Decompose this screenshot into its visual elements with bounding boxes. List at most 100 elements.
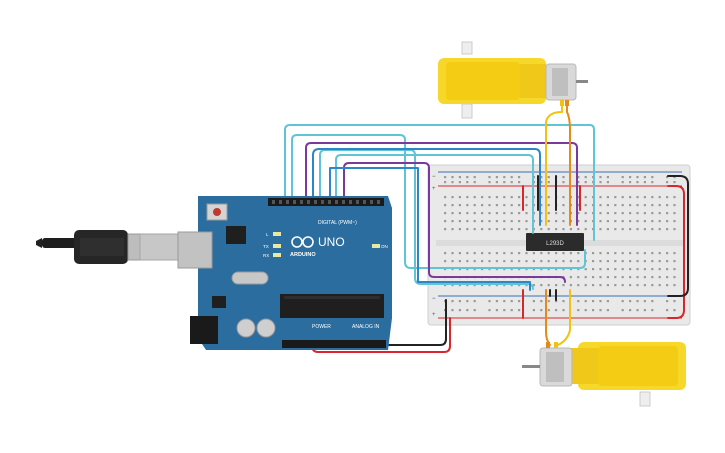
breadboard-hole[interactable] [473,220,476,223]
breadboard-hole[interactable] [510,196,513,199]
breadboard-hole[interactable] [636,196,639,199]
breadboard-hole[interactable] [614,212,617,215]
breadboard-hole[interactable] [488,181,491,184]
breadboard-hole[interactable] [666,309,669,312]
breadboard-hole[interactable] [599,284,602,287]
breadboard-hole[interactable] [592,284,595,287]
breadboard-hole[interactable] [495,252,498,255]
breadboard-hole[interactable] [473,228,476,231]
breadboard-hole[interactable] [444,204,447,207]
breadboard-hole[interactable] [518,220,521,223]
breadboard-hole[interactable] [569,284,572,287]
breadboard-hole[interactable] [651,309,654,312]
breadboard-hole[interactable] [614,204,617,207]
breadboard-hole[interactable] [555,212,558,215]
breadboard-hole[interactable] [481,228,484,231]
breadboard-hole[interactable] [592,300,595,303]
breadboard-hole[interactable] [562,196,565,199]
breadboard-hole[interactable] [599,176,602,179]
breadboard-hole[interactable] [540,284,543,287]
breadboard-hole[interactable] [488,284,491,287]
breadboard-hole[interactable] [495,268,498,271]
breadboard-hole[interactable] [473,300,476,303]
breadboard-hole[interactable] [636,284,639,287]
breadboard-hole[interactable] [584,196,587,199]
breadboard-hole[interactable] [621,204,624,207]
breadboard-hole[interactable] [614,284,617,287]
breadboard-hole[interactable] [466,212,469,215]
breadboard-hole[interactable] [518,260,521,263]
breadboard-hole[interactable] [658,268,661,271]
breadboard-hole[interactable] [525,268,528,271]
wire-yellow-top[interactable] [545,103,563,226]
breadboard-hole[interactable] [666,260,669,263]
breadboard-hole[interactable] [658,196,661,199]
breadboard-hole[interactable] [666,300,669,303]
breadboard-hole[interactable] [629,309,632,312]
wire-red-rail-right[interactable] [667,185,685,319]
breadboard-hole[interactable] [643,260,646,263]
breadboard-hole[interactable] [673,181,676,184]
breadboard-hole[interactable] [547,268,550,271]
breadboard-hole[interactable] [636,228,639,231]
breadboard-hole[interactable] [592,309,595,312]
breadboard-hole[interactable] [606,309,609,312]
breadboard-hole[interactable] [510,260,513,263]
usb-cable[interactable] [36,230,181,264]
breadboard-hole[interactable] [495,176,498,179]
breadboard-hole[interactable] [666,181,669,184]
breadboard-hole[interactable] [599,181,602,184]
breadboard-hole[interactable] [651,176,654,179]
breadboard-hole[interactable] [577,228,580,231]
breadboard-hole[interactable] [555,284,558,287]
breadboard-hole[interactable] [584,204,587,207]
breadboard-hole[interactable] [503,176,506,179]
breadboard-hole[interactable] [451,204,454,207]
breadboard-hole[interactable] [540,196,543,199]
breadboard-hole[interactable] [651,252,654,255]
breadboard-hole[interactable] [629,181,632,184]
breadboard-hole[interactable] [503,204,506,207]
breadboard-hole[interactable] [562,309,565,312]
breadboard-hole[interactable] [584,228,587,231]
breadboard-hole[interactable] [666,228,669,231]
top-dc-motor[interactable] [438,41,588,119]
breadboard-hole[interactable] [555,260,558,263]
breadboard-hole[interactable] [518,212,521,215]
breadboard-hole[interactable] [444,176,447,179]
breadboard-hole[interactable] [577,204,580,207]
breadboard-hole[interactable] [651,260,654,263]
breadboard-hole[interactable] [444,220,447,223]
breadboard-hole[interactable] [488,212,491,215]
breadboard-hole[interactable] [577,212,580,215]
breadboard-hole[interactable] [540,260,543,263]
breadboard-hole[interactable] [547,228,550,231]
breadboard-hole[interactable] [584,284,587,287]
breadboard-hole[interactable] [495,181,498,184]
breadboard-hole[interactable] [540,181,543,184]
breadboard-hole[interactable] [451,212,454,215]
breadboard-hole[interactable] [651,212,654,215]
breadboard-hole[interactable] [651,220,654,223]
breadboard-hole[interactable] [518,181,521,184]
breadboard-hole[interactable] [451,176,454,179]
breadboard-hole[interactable] [510,212,513,215]
breadboard-hole[interactable] [503,196,506,199]
breadboard-hole[interactable] [466,309,469,312]
breadboard-hole[interactable] [614,276,617,279]
breadboard-hole[interactable] [466,204,469,207]
wire-cyan-1[interactable] [284,124,595,241]
breadboard-hole[interactable] [621,300,624,303]
breadboard-hole[interactable] [562,204,565,207]
breadboard-hole[interactable] [636,176,639,179]
breadboard-hole[interactable] [592,276,595,279]
breadboard-hole[interactable] [643,300,646,303]
breadboard-hole[interactable] [629,196,632,199]
breadboard-hole[interactable] [643,176,646,179]
wire-orange-top[interactable] [566,103,571,226]
breadboard-hole[interactable] [606,212,609,215]
breadboard-hole[interactable] [510,300,513,303]
breadboard-hole[interactable] [621,284,624,287]
wire-blue-2[interactable] [329,167,531,291]
breadboard-hole[interactable] [599,196,602,199]
